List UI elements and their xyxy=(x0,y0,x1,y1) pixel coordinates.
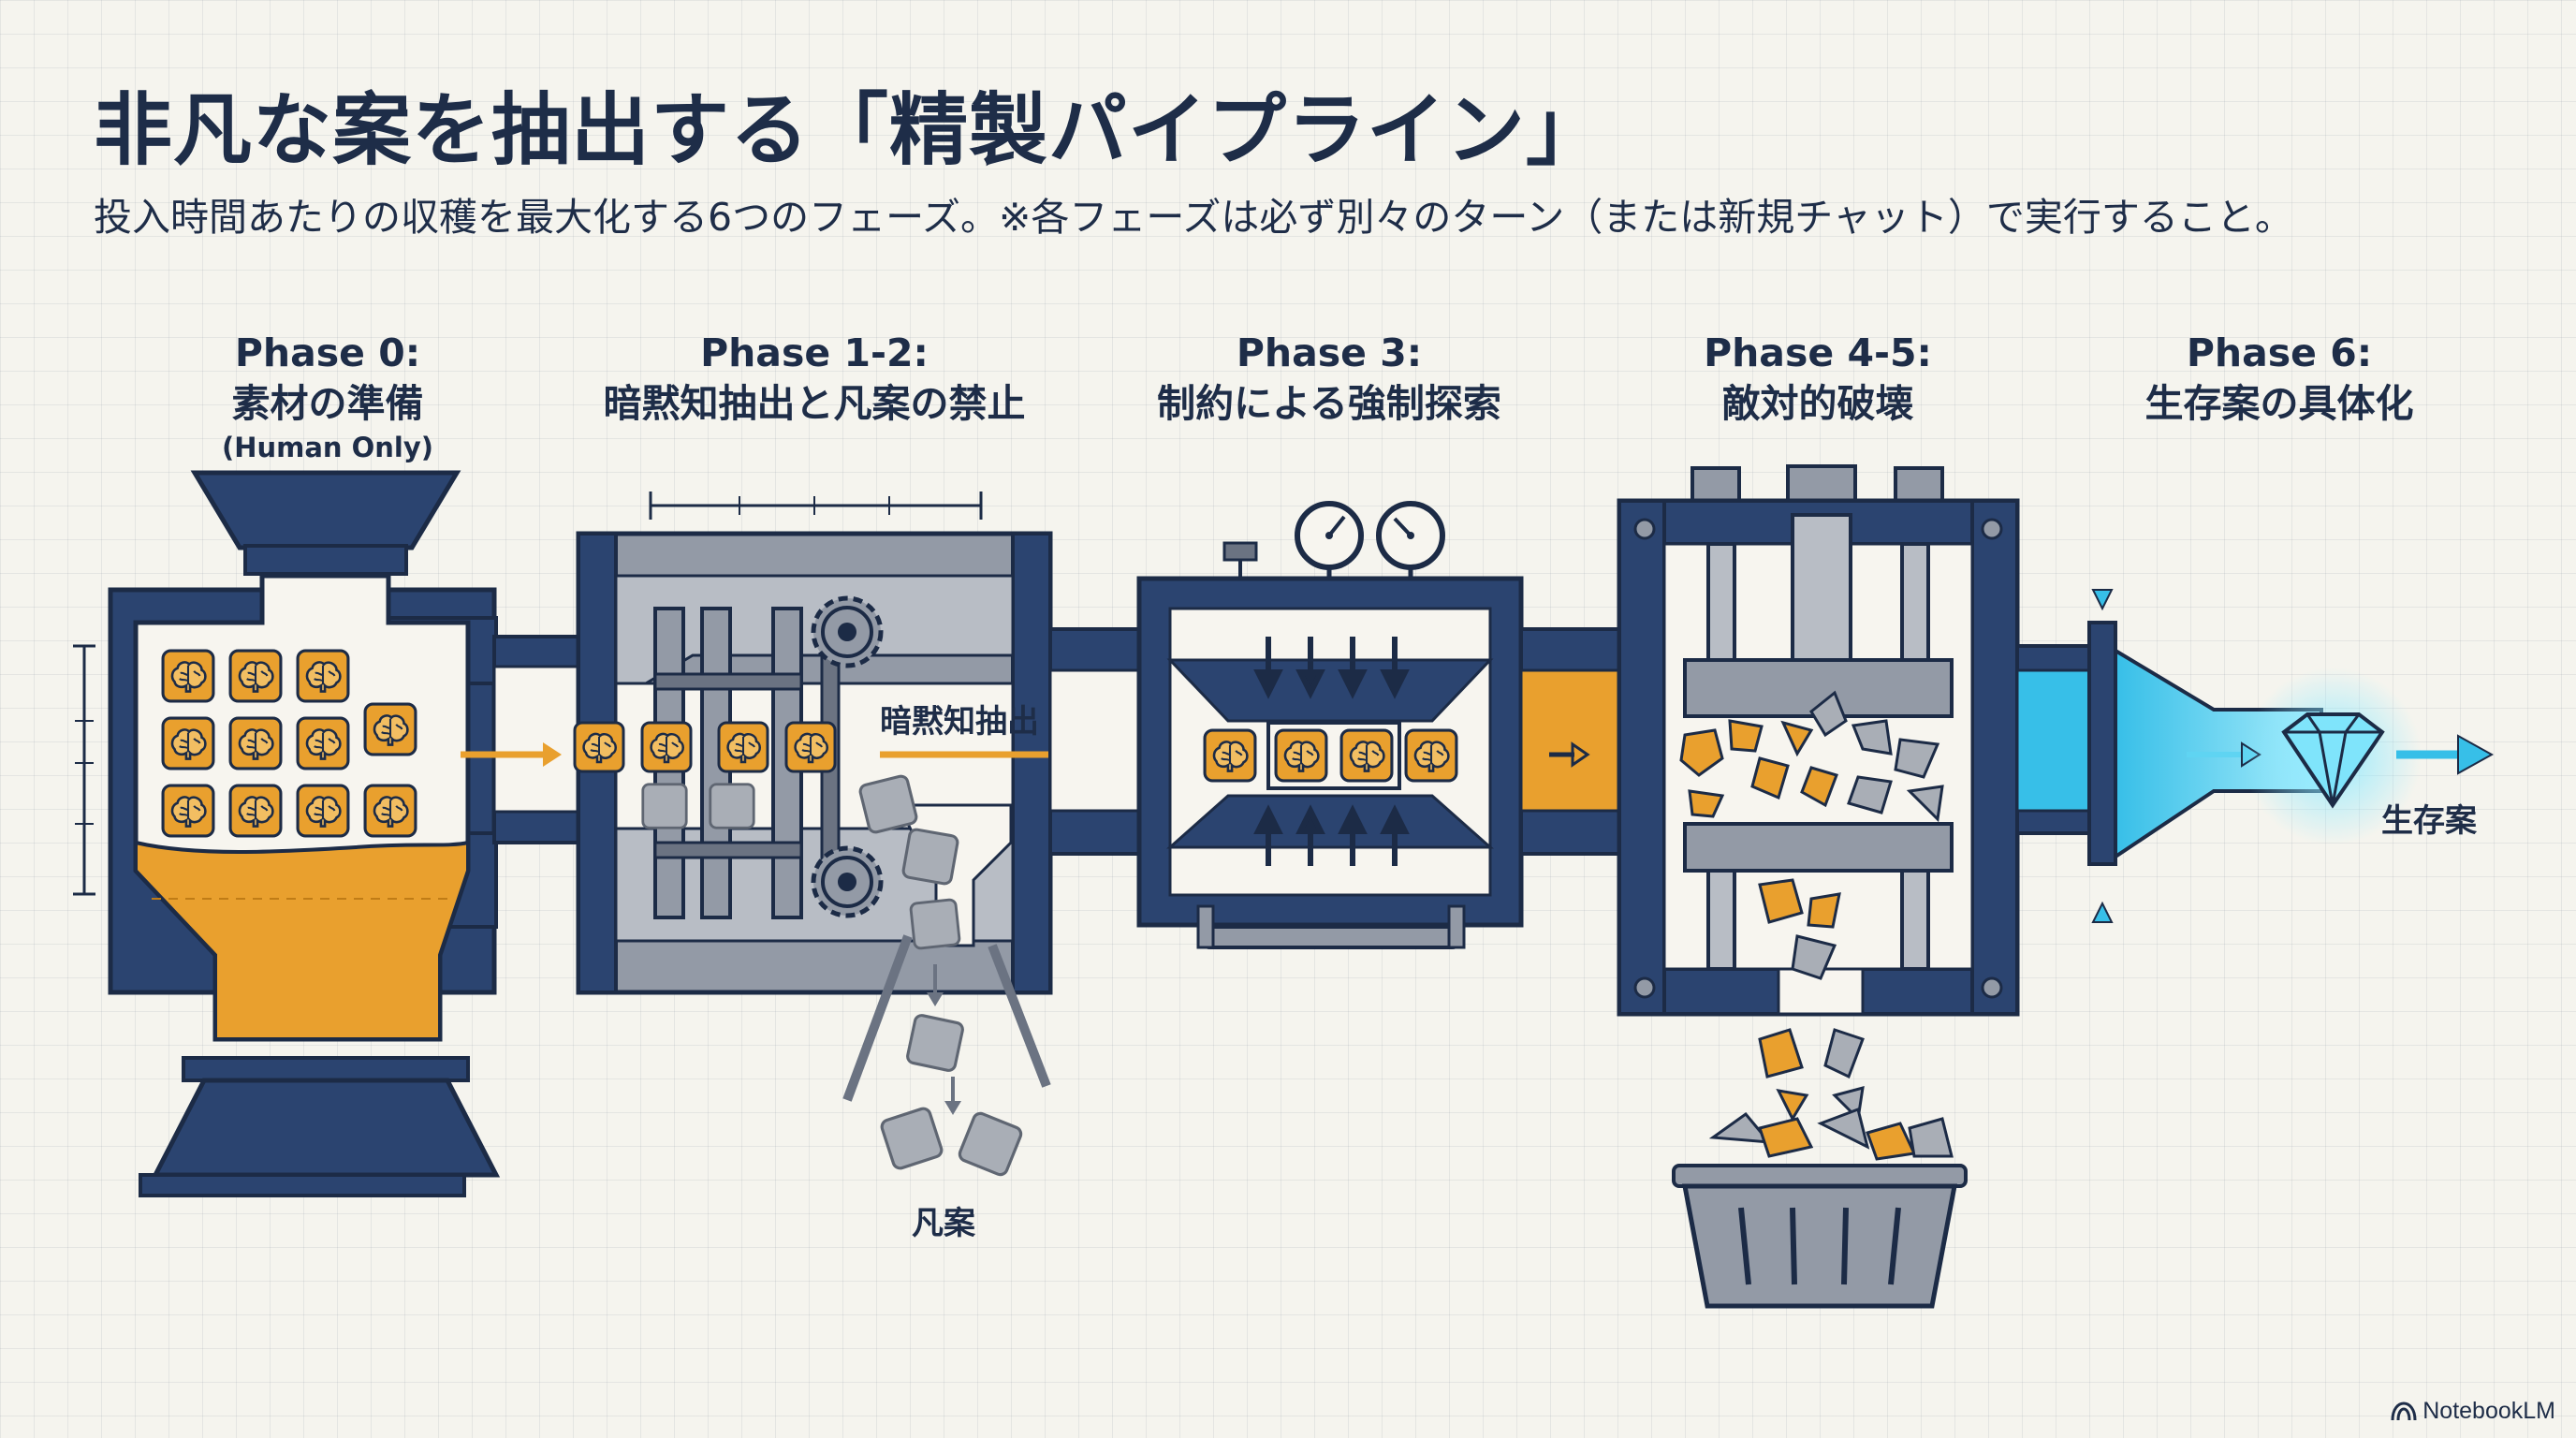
phase-3-label: 制約による強制探索 xyxy=(1157,381,1501,426)
brain-icon xyxy=(640,721,693,773)
reject-label: 凡案 xyxy=(912,1205,976,1242)
pressure-gauge-icon xyxy=(1295,501,1364,580)
phase-6-header: Phase 6: 生存案の具体化 xyxy=(2017,328,2541,429)
phase-3-chamber xyxy=(1136,541,1524,949)
phase-6-label: 生存案の具体化 xyxy=(2144,381,2414,426)
phase-3-header: Phase 3: 制約による強制探索 xyxy=(1067,328,1591,429)
crushed-fragments xyxy=(1679,690,1944,1123)
phase-6-nozzle xyxy=(2015,589,2323,923)
brain-icon xyxy=(296,784,350,838)
brain-icon xyxy=(296,716,350,770)
phase-0-note: (Human Only) xyxy=(221,432,434,463)
brain-icon xyxy=(363,702,417,756)
phase-0-label: 素材の準備 xyxy=(231,381,424,426)
brain-icon xyxy=(161,649,215,703)
diamond-icon xyxy=(2244,668,2422,845)
notebooklm-logo: NotebookLM xyxy=(2391,1398,2555,1425)
gear-icon xyxy=(811,845,884,918)
brain-icon xyxy=(717,721,769,773)
phase-0-vessel xyxy=(73,470,501,1197)
rejected-ideas-chute xyxy=(842,773,1051,1179)
phase-6-name: Phase 6: xyxy=(2186,330,2373,375)
phase-0-header: Phase 0: 素材の準備 (Human Only) xyxy=(66,328,590,466)
pipe-connector xyxy=(1048,627,1141,856)
brain-icon xyxy=(228,716,283,770)
phase-4-5-crusher xyxy=(1617,464,2020,1017)
phase-1-2-label: 暗黙知抽出と凡案の禁止 xyxy=(603,381,1026,426)
phase-0-name: Phase 0: xyxy=(234,330,421,375)
brain-icon xyxy=(228,649,283,703)
brain-icon xyxy=(161,716,215,770)
compressed-idea-blocks xyxy=(1203,721,1458,790)
brand-label: NotebookLM xyxy=(2422,1398,2555,1424)
brain-icon xyxy=(296,649,350,703)
phase-1-2-name: Phase 1-2: xyxy=(700,330,929,375)
brain-icon xyxy=(1203,728,1257,783)
brain-icon xyxy=(228,784,283,838)
brain-icon xyxy=(573,721,625,773)
brain-icon xyxy=(1339,728,1394,783)
notebooklm-logo-icon xyxy=(2391,1401,2417,1420)
compression-arrows xyxy=(1253,637,1410,866)
output-arrow xyxy=(2396,734,2495,775)
survivor-label: 生存案 xyxy=(2381,802,2478,840)
page-title: 非凡な案を抽出する「精製パイプライン」 xyxy=(94,84,1606,176)
phase-3-name: Phase 3: xyxy=(1236,330,1423,375)
gear-icon xyxy=(811,595,884,668)
brain-icon xyxy=(1274,728,1328,783)
phase-4-5-label: 敵対的破壊 xyxy=(1721,381,1914,426)
trash-bin-icon xyxy=(1672,1108,1968,1309)
phase-4-5-name: Phase 4-5: xyxy=(1704,330,1932,375)
pipe-connector xyxy=(461,635,580,844)
brain-icon xyxy=(1404,728,1458,783)
extract-label: 暗黙知抽出 xyxy=(880,703,1039,741)
phase-4-5-header: Phase 4-5: 敵対的破壊 xyxy=(1556,328,2080,429)
brain-icon xyxy=(363,784,417,838)
brain-icon xyxy=(161,784,215,838)
pipe-connector xyxy=(1519,627,1621,856)
phase-1-2-header: Phase 1-2: 暗黙知抽出と凡案の禁止 xyxy=(552,328,1076,429)
pressure-gauge-icon xyxy=(1376,501,1445,580)
brain-icon xyxy=(784,721,837,773)
page-subtitle: 投入時間あたりの収穫を最大化する6つのフェーズ。※各フェーズは必ず別々のターン（… xyxy=(94,195,2293,240)
